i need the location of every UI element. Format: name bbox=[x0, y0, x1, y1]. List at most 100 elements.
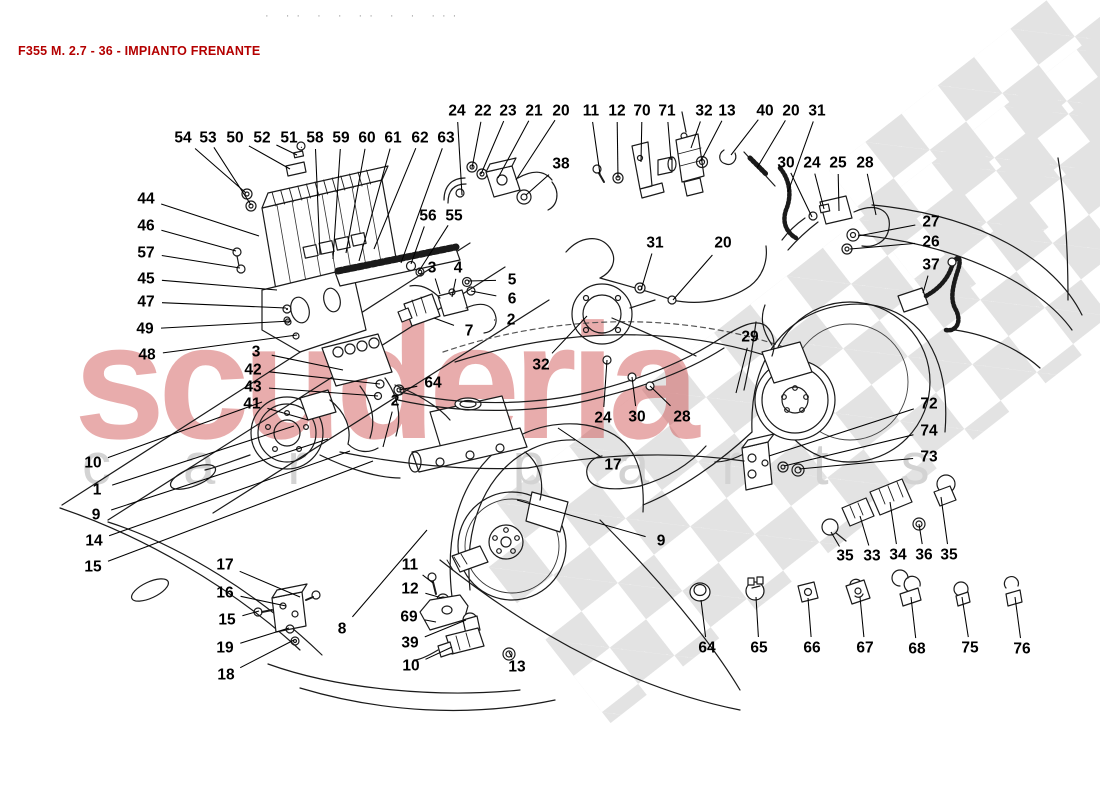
part-number: 20 bbox=[714, 235, 731, 252]
leader-line bbox=[730, 119, 759, 156]
part-number: 30 bbox=[777, 155, 794, 172]
callout-31: 31 bbox=[787, 103, 826, 193]
part-number: 15 bbox=[218, 612, 236, 629]
callout-17: 17 bbox=[216, 557, 301, 598]
callout-25: 25 bbox=[829, 155, 847, 212]
callout-59: 59 bbox=[332, 130, 350, 260]
part-number: 2 bbox=[391, 393, 400, 410]
leader-line bbox=[422, 574, 434, 584]
leader-line bbox=[451, 278, 457, 298]
leader-line bbox=[267, 407, 309, 421]
pipe-clips-row bbox=[689, 569, 1023, 607]
leader-line bbox=[424, 619, 467, 638]
leader-line bbox=[837, 173, 840, 212]
callout-31: 31 bbox=[640, 235, 664, 291]
leader-line bbox=[358, 148, 391, 262]
part-number: 14 bbox=[85, 533, 103, 550]
callout-12: 12 bbox=[608, 103, 626, 179]
callout-47: 47 bbox=[137, 294, 287, 311]
callout-30: 30 bbox=[628, 376, 646, 426]
callout-26: 26 bbox=[849, 234, 940, 251]
callout-69: 69 bbox=[400, 609, 437, 626]
callout-3: 3 bbox=[428, 260, 441, 295]
leader-line bbox=[667, 121, 672, 161]
callout-38: 38 bbox=[525, 156, 570, 196]
part-number: 70 bbox=[633, 103, 650, 120]
part-number: 72 bbox=[920, 396, 937, 413]
part-number: 71 bbox=[658, 103, 676, 120]
leader-line bbox=[240, 627, 290, 644]
part-number: 8 bbox=[338, 621, 347, 638]
callout-34: 34 bbox=[889, 501, 907, 564]
part-number: 58 bbox=[306, 130, 324, 147]
callout-17: 17 bbox=[557, 427, 622, 474]
leader-line bbox=[592, 121, 601, 175]
leader-line bbox=[161, 254, 241, 269]
leader-line bbox=[497, 120, 530, 179]
leader-line bbox=[457, 121, 463, 196]
part-number: 1 bbox=[93, 482, 102, 499]
part-number: 76 bbox=[1013, 641, 1031, 658]
callout-21: 21 bbox=[497, 103, 543, 179]
leader-line bbox=[332, 148, 341, 260]
part-number: 27 bbox=[922, 214, 939, 231]
part-number: 64 bbox=[698, 640, 716, 657]
pad-wear-sensor-parts bbox=[413, 572, 516, 661]
leader-line bbox=[515, 119, 556, 181]
part-number: 55 bbox=[445, 208, 463, 225]
leader-line bbox=[508, 651, 513, 658]
leader-line bbox=[425, 646, 453, 660]
callout-32: 32 bbox=[690, 103, 713, 149]
callout-15: 15 bbox=[84, 460, 374, 576]
leader-line bbox=[783, 434, 914, 467]
callout-64: 64 bbox=[698, 599, 716, 657]
scan-noise-dots: · ·· · · ·· · · ··· bbox=[265, 10, 464, 22]
callout-14: 14 bbox=[85, 450, 351, 550]
callout-52: 52 bbox=[253, 130, 298, 156]
part-number: 23 bbox=[499, 103, 517, 120]
part-number: 54 bbox=[174, 130, 192, 147]
part-number: 46 bbox=[137, 218, 155, 235]
switch-bracket-parts bbox=[592, 111, 799, 241]
part-number: 24 bbox=[594, 410, 612, 427]
part-number: 31 bbox=[646, 235, 664, 252]
leader-line bbox=[345, 148, 366, 254]
abs-ecu-unit bbox=[261, 165, 397, 353]
callout-65: 65 bbox=[750, 596, 768, 657]
callout-23: 23 bbox=[480, 103, 517, 175]
callout-73: 73 bbox=[798, 449, 938, 470]
rear-brake-wheel bbox=[714, 301, 931, 463]
callout-29: 29 bbox=[735, 329, 759, 394]
callout-3: 3 bbox=[252, 344, 344, 371]
callout-71: 71 bbox=[658, 103, 676, 161]
part-number: 28 bbox=[673, 409, 691, 426]
part-number: 24 bbox=[803, 155, 821, 172]
leader-line bbox=[631, 376, 637, 407]
part-number: 11 bbox=[583, 103, 600, 120]
part-number: 52 bbox=[253, 130, 270, 147]
callout-37: 37 bbox=[922, 257, 940, 294]
part-number: 26 bbox=[922, 234, 940, 251]
front-right-brake-disc bbox=[446, 451, 569, 601]
front-left-brake bbox=[204, 377, 401, 479]
callout-58: 58 bbox=[306, 130, 324, 256]
part-number: 57 bbox=[137, 245, 154, 262]
leader-line bbox=[807, 597, 812, 638]
callout-20: 20 bbox=[672, 235, 732, 301]
leader-line bbox=[516, 499, 646, 538]
part-number: 56 bbox=[419, 208, 437, 225]
part-number: 44 bbox=[137, 191, 155, 208]
part-number: 40 bbox=[756, 103, 773, 120]
part-number: 6 bbox=[508, 291, 517, 308]
leader-line bbox=[162, 334, 298, 354]
leader-line bbox=[616, 121, 619, 179]
part-number: 31 bbox=[808, 103, 826, 120]
callout-9: 9 bbox=[516, 499, 666, 550]
leader-line bbox=[700, 599, 707, 638]
part-number: 47 bbox=[137, 294, 154, 311]
callout-75: 75 bbox=[961, 596, 979, 657]
leader-line bbox=[314, 148, 321, 256]
leader-line bbox=[108, 450, 351, 537]
callout-41: 41 bbox=[243, 396, 309, 421]
